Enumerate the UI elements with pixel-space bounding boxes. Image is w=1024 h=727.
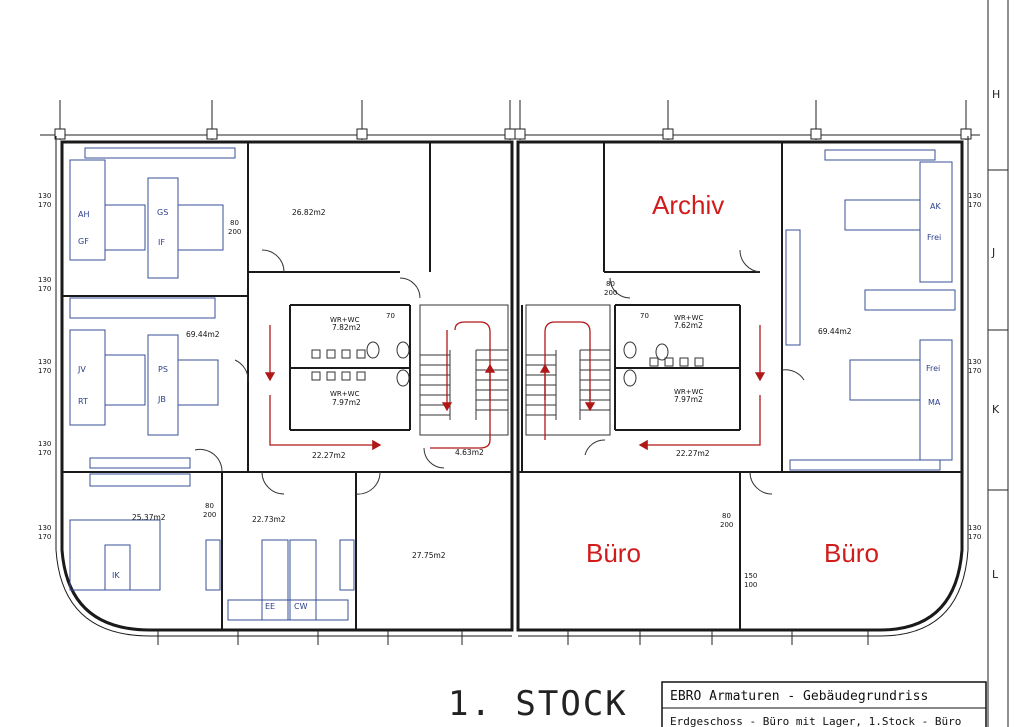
evacuation-arrows-left xyxy=(264,321,496,451)
desk-initial: AH xyxy=(78,210,90,219)
evacuation-arrows-right xyxy=(539,321,766,451)
grid-letter-j: J xyxy=(991,246,995,259)
room-type-label: WR+WC xyxy=(330,316,360,324)
windows-bottom xyxy=(157,630,869,645)
desk-initial: IF xyxy=(158,238,165,247)
dimension-label: 80 xyxy=(205,502,214,510)
grid-column-right xyxy=(987,0,1009,727)
desk-initial: GF xyxy=(78,237,89,246)
desk-initial: CW xyxy=(294,602,308,611)
room-label-buero: Büro xyxy=(824,538,879,568)
stairs-right xyxy=(525,304,611,436)
furniture-left xyxy=(69,147,355,621)
dimension-label: 170 xyxy=(968,533,981,541)
desk-initial: RT xyxy=(78,397,88,406)
room-area-label: 4.63m2 xyxy=(455,448,484,457)
desk-initial: JB xyxy=(157,395,166,404)
grid-ticks-top xyxy=(40,100,980,140)
dimension-label: 130 xyxy=(968,524,981,532)
room-type-label: WR+WC xyxy=(674,314,704,322)
dimension-label: 80 xyxy=(722,512,731,520)
dimension-label: 170 xyxy=(38,533,51,541)
outer-walls xyxy=(55,136,969,637)
dimension-label: 130 xyxy=(968,192,981,200)
desk-initial: Frei xyxy=(927,233,941,242)
dimension-label: 100 xyxy=(744,581,757,589)
dimension-label: 80 xyxy=(230,219,239,227)
dimension-label: 130 xyxy=(38,524,51,532)
dimension-label: 200 xyxy=(203,511,216,519)
stairs-left xyxy=(419,304,509,436)
desk-initial: IK xyxy=(112,571,120,580)
grid-letter-l: L xyxy=(992,568,999,581)
dimension-label: 130 xyxy=(38,276,51,284)
dimension-label: 130 xyxy=(968,358,981,366)
room-area-label: 7.82m2 xyxy=(332,323,361,332)
desk-initial: AK xyxy=(930,202,941,211)
room-type-label: WR+WC xyxy=(330,390,360,398)
grid-letter-k: K xyxy=(992,403,1000,416)
desk-initial: MA xyxy=(928,398,941,407)
dimension-label: 200 xyxy=(604,289,617,297)
dimension-label: 150 xyxy=(744,572,757,580)
dimension-label: 170 xyxy=(38,285,51,293)
desk-initial: PS xyxy=(158,365,168,374)
desk-initial: EE xyxy=(265,602,275,611)
dimension-label: 130 xyxy=(38,192,51,200)
room-area-label: 7.97m2 xyxy=(674,395,703,404)
room-area-label: 22.73m2 xyxy=(252,515,286,524)
desk-initial: Frei xyxy=(926,364,940,373)
interior-walls-right xyxy=(518,142,962,630)
room-area-label: 27.75m2 xyxy=(412,551,446,560)
dimension-label: 70 xyxy=(386,312,395,320)
dimension-label: 80 xyxy=(606,280,615,288)
room-label-buero: Büro xyxy=(586,538,641,568)
room-area-label: 69.44m2 xyxy=(186,330,220,339)
room-area-label: 7.97m2 xyxy=(332,398,361,407)
dimension-label: 70 xyxy=(640,312,649,320)
grid-letter-h: H xyxy=(992,88,1000,101)
dimension-label: 170 xyxy=(968,201,981,209)
doors xyxy=(194,249,805,495)
desk-initial: JV xyxy=(77,365,86,374)
furniture-right xyxy=(785,149,956,471)
title-block-line2: Erdgeschoss - Büro mit Lager, 1.Stock - … xyxy=(670,715,961,727)
dimension-label: 200 xyxy=(228,228,241,236)
room-label-archiv: Archiv xyxy=(652,190,724,220)
desk-initial: GS xyxy=(157,208,168,217)
dimension-label: 130 xyxy=(38,440,51,448)
wc-fixtures xyxy=(311,341,704,387)
room-area-label: 25.37m2 xyxy=(132,513,166,522)
dimension-label: 130 xyxy=(38,358,51,366)
room-area-label: 22.27m2 xyxy=(312,451,346,460)
floor-label: 1. STOCK xyxy=(448,684,628,724)
dimension-label: 170 xyxy=(968,367,981,375)
room-area-label: 22.27m2 xyxy=(676,449,710,458)
dimension-label: 170 xyxy=(38,201,51,209)
room-type-label: WR+WC xyxy=(674,388,704,396)
title-block xyxy=(661,681,987,727)
dimension-label: 170 xyxy=(38,449,51,457)
title-block-line1: EBRO Armaturen - Gebäudegrundriss xyxy=(670,689,928,704)
dimension-label: 200 xyxy=(720,521,733,529)
room-area-label: 26.82m2 xyxy=(292,208,326,217)
dimension-label: 170 xyxy=(38,367,51,375)
room-area-label: 69.44m2 xyxy=(818,327,852,336)
interior-walls-left xyxy=(62,142,512,630)
room-area-label: 7.62m2 xyxy=(674,321,703,330)
